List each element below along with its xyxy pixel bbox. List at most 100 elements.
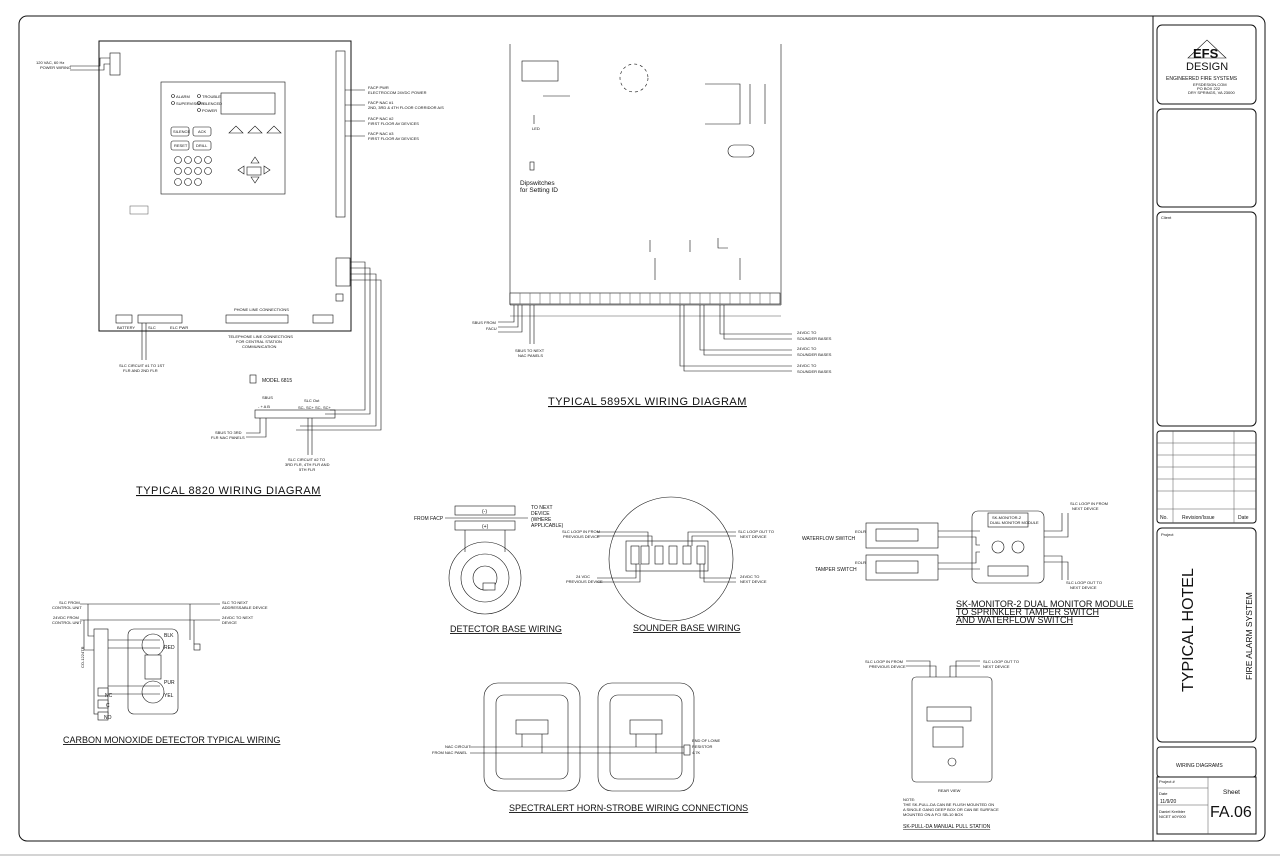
- svg-text:CONTROL UNIT: CONTROL UNIT: [52, 605, 82, 610]
- power-connector: [521, 60, 559, 82]
- terminal-strip-right: [335, 50, 346, 218]
- revision-table: [1156, 430, 1257, 524]
- svg-text:DRILL: DRILL: [196, 143, 208, 148]
- blank-box: [1156, 108, 1257, 208]
- project-name: TYPICAL HOTEL: [1180, 568, 1197, 692]
- svg-text:ALARM: ALARM: [176, 94, 190, 99]
- svg-text:SOUNDER BASES: SOUNDER BASES: [797, 336, 832, 341]
- sbus-terminal: [335, 257, 351, 287]
- svg-text:SLC LOOP OUT TO: SLC LOOP OUT TO: [983, 659, 1019, 664]
- svg-text:SOUNDER BASES: SOUNDER BASES: [797, 369, 832, 374]
- sounder-base-outline: [608, 496, 734, 622]
- client-box: [1156, 211, 1257, 427]
- monitor-module-diagram: WATERFLOW SWITCH TAMPER SWITCH EOLR EOLR…: [802, 501, 1133, 625]
- svg-text:CONTROL UNIT: CONTROL UNIT: [52, 620, 82, 625]
- keypad-numbers: [174, 156, 212, 186]
- sounder-note-2: 24VDC TO: [797, 346, 816, 351]
- svg-text:NEXT DEVICE: NEXT DEVICE: [983, 664, 1010, 669]
- title-block: EFS DESIGN ENGINEERED FIRE SYSTEMS EFSDE…: [1156, 24, 1257, 835]
- svg-text:NAC PANELS: NAC PANELS: [518, 353, 543, 358]
- svg-text:TAMPER SWITCH: TAMPER SWITCH: [815, 567, 857, 573]
- detector-base-outline: [448, 541, 522, 615]
- ac-terminal-block: [109, 52, 121, 76]
- svg-text:SLC Out: SLC Out: [304, 398, 320, 403]
- svg-text:PUR: PUR: [164, 680, 175, 686]
- svg-text:Daniel Kreibler: Daniel Kreibler: [1159, 809, 1186, 814]
- svg-text:COMMUNICATION: COMMUNICATION: [242, 344, 276, 349]
- svg-text:NO: NO: [104, 715, 112, 721]
- svg-text:FACP NAC #1: FACP NAC #1: [368, 100, 394, 105]
- svg-text:BATTERY: BATTERY: [117, 325, 135, 330]
- svg-text:SOUNDER BASES: SOUNDER BASES: [797, 352, 832, 357]
- horn-strobe-title: SPECTRALERT HORN-STROBE WIRING CONNECTIO…: [509, 803, 748, 813]
- svg-text:AND WATERFLOW SWITCH: AND WATERFLOW SWITCH: [956, 615, 1073, 625]
- svg-text:2ND, 3RD & 4TH FLOOR CORRIDOR: 2ND, 3RD & 4TH FLOOR CORRIDOR A/S: [368, 105, 444, 110]
- svg-text:POWER: POWER: [202, 108, 217, 113]
- model-6815-terminals: [254, 409, 336, 419]
- svg-text:SUPERVISORY: SUPERVISORY: [176, 101, 205, 106]
- svg-text:SILENCED: SILENCED: [202, 101, 222, 106]
- svg-text:REAR VIEW: REAR VIEW: [938, 788, 961, 793]
- svg-text:EFSDESIGN.COM: EFSDESIGN.COM: [1193, 82, 1227, 87]
- co-title: CARBON MONOXIDE DETECTOR TYPICAL WIRING: [63, 735, 280, 745]
- logo-design: DESIGN: [1186, 61, 1228, 73]
- svg-text:WATERFLOW SWITCH: WATERFLOW SWITCH: [802, 536, 855, 542]
- horn-strobe-1: [483, 682, 581, 792]
- svg-text:PREVIOUS DEVICE: PREVIOUS DEVICE: [566, 579, 603, 584]
- svg-text:C: C: [106, 703, 110, 709]
- horn-strobe-2: [597, 682, 695, 792]
- svg-text:FIRST FLOOR AV DEVICES: FIRST FLOOR AV DEVICES: [368, 136, 419, 141]
- svg-text:A SINGLE GANG DEEP BOX OR CAN: A SINGLE GANG DEEP BOX OR CAN BE SURFACE: [903, 807, 999, 812]
- svg-text:DUAL MONITOR MODULE: DUAL MONITOR MODULE: [990, 520, 1039, 525]
- sheet-date: 11/9/20: [1160, 799, 1177, 805]
- svg-text:FACP PWR: FACP PWR: [368, 85, 389, 90]
- svg-text:Date: Date: [1238, 515, 1249, 521]
- detector-base-diagram: FROM FACP (-) (+) TO NEXT DEVICE (WHERE …: [414, 505, 564, 634]
- slc2-note: SLC CIRCUIT #2 TO: [288, 457, 325, 462]
- svg-text:SLC LOOP IN FROM: SLC LOOP IN FROM: [562, 529, 600, 534]
- sheet-number: FA.06: [1210, 804, 1252, 821]
- svg-text:NICET #0Y000: NICET #0Y000: [1159, 814, 1187, 819]
- svg-text:EOLR: EOLR: [855, 560, 866, 565]
- svg-text:24VDC TO NEXT: 24VDC TO NEXT: [222, 615, 254, 620]
- sheet-border: [18, 15, 1266, 842]
- svg-text:4.7K: 4.7K: [692, 750, 701, 755]
- svg-text:(WHERE: (WHERE: [531, 517, 552, 523]
- status-leds: ALARM SUPERVISORY TROUBLE SILENCED POWER: [171, 94, 222, 113]
- logo-box: [1156, 24, 1257, 105]
- svg-text:PHONE LINE CONNECTIONS: PHONE LINE CONNECTIONS: [234, 307, 289, 312]
- monitor-title: SK-MONITOR-2 DUAL MONITOR MODULE: [956, 599, 1133, 609]
- svg-text:SC- SC+ SC- SC+: SC- SC+ SC- SC+: [298, 405, 332, 410]
- dipswitch-label: Dipswitches: [520, 180, 555, 187]
- pull-station-title: SK-PULL-DA MANUAL PULL STATION: [903, 824, 991, 830]
- svg-text:SK-MONITOR-2: SK-MONITOR-2: [992, 515, 1022, 520]
- sounder-base-title: SOUNDER BASE WIRING: [633, 623, 741, 633]
- svg-text:FLR NAC PANELS: FLR NAC PANELS: [211, 435, 245, 440]
- svg-text:NEXT DEVICE: NEXT DEVICE: [740, 579, 767, 584]
- aux-connector: [129, 205, 149, 215]
- svg-text:FROM FACP: FROM FACP: [414, 516, 444, 522]
- panel-5895xl-diagram: LED Dipswitches for Setting ID SBUS FROM…: [472, 44, 832, 408]
- sheet-info-box: [1156, 776, 1257, 835]
- svg-text:ELECTROCOM 24VDC POWER: ELECTROCOM 24VDC POWER: [368, 90, 427, 95]
- svg-text:TO NEXT: TO NEXT: [531, 505, 553, 511]
- detector-base-title: DETECTOR BASE WIRING: [450, 624, 562, 634]
- svg-text:RESET: RESET: [174, 143, 188, 148]
- model-6815-label: MODEL 6815: [262, 378, 292, 384]
- panel-8820-outputs: FACP PWR ELECTROCOM 24VDC POWER FACP NAC…: [345, 85, 444, 141]
- sounder-note-3: 24VDC TO: [797, 363, 816, 368]
- svg-text:SLC LOOP IN FROM: SLC LOOP IN FROM: [1070, 501, 1108, 506]
- pull-station-diagram: SLC LOOP IN FROM PREVIOUS DEVICE SLC LOO…: [865, 659, 1019, 830]
- panel-8820-title: TYPICAL 8820 WIRING DIAGRAM: [136, 485, 321, 497]
- svg-text:Project: Project: [1161, 532, 1174, 537]
- svg-text:Date: Date: [1159, 791, 1168, 796]
- svg-text:CO-1224TR: CO-1224TR: [80, 646, 85, 668]
- svg-text:SLC TO NEXT: SLC TO NEXT: [222, 600, 249, 605]
- svg-text:ELC PWR: ELC PWR: [170, 325, 188, 330]
- svg-text:SLC LOOP IN FROM: SLC LOOP IN FROM: [865, 659, 903, 664]
- monitor-module-body: [971, 510, 1045, 584]
- svg-text:NEXT DEVICE: NEXT DEVICE: [740, 534, 767, 539]
- svg-text:ADDRESSABLE DEVICE: ADDRESSABLE DEVICE: [222, 605, 268, 610]
- svg-text:FLR AND 2ND FLR: FLR AND 2ND FLR: [123, 368, 158, 373]
